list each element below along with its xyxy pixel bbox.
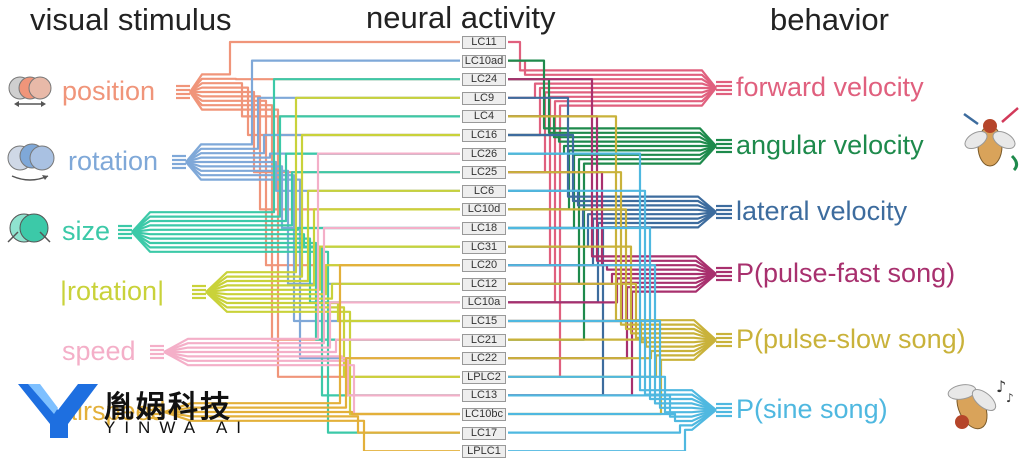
wire-rotation-to-lc26 bbox=[185, 152, 460, 164]
wire-lc10bc-to-sine-song bbox=[508, 409, 717, 423]
wire-lc12-to-pulse-slow-song bbox=[508, 282, 717, 342]
wire-lc24-to-pulse-fast-song bbox=[508, 78, 717, 275]
wire-speed-to-lc13 bbox=[163, 350, 460, 397]
logo-name-chinese: 胤娲科技 bbox=[104, 391, 232, 424]
wire-lc11-to-forward-velocity bbox=[508, 40, 717, 89]
rotation-stimulus-icon bbox=[7, 143, 55, 181]
stimulus-label-size: size bbox=[62, 216, 111, 246]
neuron-box-lplc1: LPLC1 bbox=[462, 445, 506, 458]
stimulus-label-position: position bbox=[62, 76, 156, 106]
behavior-label-lateral-velocity: lateral velocity bbox=[736, 196, 908, 226]
wire-lc17-to-sine-song bbox=[508, 409, 717, 434]
behavior-label-angular-velocity: angular velocity bbox=[736, 130, 924, 160]
wire-position-to-lc11 bbox=[189, 40, 460, 93]
wire-abs-rotation-to-lc6 bbox=[205, 189, 460, 293]
wire-lplc2-to-sine-song bbox=[508, 375, 717, 414]
wire-size-to-lc24 bbox=[131, 78, 460, 233]
wire-lc13-to-lateral-velocity bbox=[508, 211, 717, 397]
wire-lplc1-to-sine-song bbox=[508, 409, 717, 451]
wire-position-to-lc25 bbox=[190, 90, 460, 174]
behavior-label-pulse-slow-song: P(pulse-slow song) bbox=[736, 324, 966, 354]
wire-airspeed-to-lc17 bbox=[163, 410, 460, 434]
behavior-label-sine-song: P(sine song) bbox=[736, 394, 888, 424]
wire-lc16-to-lateral-velocity bbox=[508, 133, 717, 213]
neuron-box-lc6: LC6 bbox=[462, 184, 506, 198]
header-behavior: behavior bbox=[770, 2, 889, 37]
wire-position-to-lc24 bbox=[189, 77, 460, 93]
behavior-label-forward-velocity: forward velocity bbox=[736, 72, 924, 102]
wire-lc9-to-lateral-velocity bbox=[508, 96, 717, 213]
wire-lc10d-to-pulse-slow-song bbox=[508, 208, 717, 341]
stimulus-label-speed: speed bbox=[62, 336, 136, 366]
wire-airspeed-to-lplc1 bbox=[163, 410, 460, 451]
wire-position-to-lplc2 bbox=[189, 91, 460, 378]
neuron-box-lc10a: LC10a bbox=[462, 296, 506, 310]
wire-lc31-to-pulse-slow-song bbox=[508, 245, 717, 342]
wire-size-to-lc4 bbox=[131, 115, 460, 233]
wire-lc25-to-pulse-slow-song bbox=[508, 171, 717, 341]
wire-airspeed-to-lc20 bbox=[163, 264, 460, 414]
logo-name-english: YINWA AI bbox=[104, 418, 251, 437]
wire-abs-rotation-to-lplc2 bbox=[205, 291, 460, 378]
behavior-label-pulse-fast-song: P(pulse-fast song) bbox=[736, 258, 956, 288]
neuron-box-lc17: LC17 bbox=[462, 426, 506, 440]
neuron-box-lc9: LC9 bbox=[462, 91, 506, 105]
neuron-box-lplc2: LPLC2 bbox=[462, 370, 506, 384]
neuron-box-lc13: LC13 bbox=[462, 389, 506, 403]
svg-text:♪: ♪ bbox=[996, 377, 1006, 396]
wire-abs-rotation-to-lc12 bbox=[205, 282, 460, 300]
neuron-box-lc10bc: LC10bc bbox=[462, 408, 506, 421]
wire-position-to-lc16 bbox=[189, 86, 460, 137]
neuron-box-lc11: LC11 bbox=[462, 36, 506, 49]
wire-abs-rotation-to-lc16 bbox=[205, 133, 460, 293]
neuron-box-lc12: LC12 bbox=[462, 277, 506, 291]
wire-lc31-to-lateral-velocity bbox=[508, 210, 717, 248]
wire-lc4-to-pulse-fast-song bbox=[508, 115, 717, 275]
wire-lc18-to-sine-song bbox=[508, 226, 717, 411]
neuron-box-lc16: LC16 bbox=[462, 129, 506, 142]
header-neural-activity: neural activity bbox=[366, 0, 556, 35]
size-stimulus-icon bbox=[7, 213, 51, 243]
wire-speed-to-lc18 bbox=[163, 226, 460, 354]
wire-lc20-to-pulse-fast-song bbox=[508, 264, 717, 276]
neuron-box-lc18: LC18 bbox=[462, 222, 506, 235]
wire-lc26-to-sine-song bbox=[508, 152, 717, 411]
wire-lc21-to-angular-velocity bbox=[508, 145, 717, 341]
wire-lc15-to-sine-song bbox=[508, 319, 717, 412]
neuron-box-lc24: LC24 bbox=[462, 73, 506, 87]
wire-airspeed-to-lc10bc bbox=[164, 410, 460, 416]
neuron-box-lc4: LC4 bbox=[462, 110, 506, 124]
wire-lc20-to-sine-song bbox=[508, 264, 717, 412]
stimulus-label-abs-rotation: |rotation| bbox=[60, 276, 165, 306]
walking-fly-icon bbox=[963, 107, 1019, 172]
wire-abs-rotation-to-lc9 bbox=[205, 96, 460, 293]
svg-text:♪: ♪ bbox=[1006, 391, 1014, 405]
wire-speed-to-lc21 bbox=[164, 338, 460, 354]
neuron-box-lc25: LC25 bbox=[462, 166, 506, 180]
neuron-box-lc21: LC21 bbox=[462, 333, 506, 347]
neuron-box-lc15: LC15 bbox=[462, 315, 506, 328]
wire-lc10ad-to-angular-velocity bbox=[508, 59, 717, 147]
position-stimulus-icon bbox=[8, 76, 52, 107]
wire-rotation-to-lc10ad bbox=[185, 59, 460, 163]
wire-size-to-lc25 bbox=[131, 171, 460, 234]
neuron-box-lc26: LC26 bbox=[462, 147, 506, 161]
neuron-box-lc20: LC20 bbox=[462, 259, 506, 273]
header-visual-stimulus: visual stimulus bbox=[30, 2, 232, 37]
wire-speed-to-lc26 bbox=[163, 152, 460, 353]
neuron-box-lc31: LC31 bbox=[462, 240, 506, 254]
wire-abs-rotation-to-lc31 bbox=[205, 245, 460, 294]
wire-lc13-to-sine-song bbox=[508, 394, 717, 418]
stimulus-label-rotation: rotation bbox=[68, 146, 159, 176]
wire-abs-rotation-to-lc10d bbox=[205, 208, 460, 294]
wire-airspeed-to-lc22 bbox=[163, 357, 460, 414]
yinwa-logo-icon bbox=[18, 384, 98, 438]
neuron-box-lc10d: LC10d bbox=[462, 203, 506, 217]
wire-speed-to-lc10a bbox=[163, 301, 460, 354]
neuron-box-lc10ad: LC10ad bbox=[462, 54, 506, 68]
singing-fly-icon: ♪ ♪ bbox=[947, 377, 1014, 430]
neuron-box-lc22: LC22 bbox=[462, 352, 506, 366]
